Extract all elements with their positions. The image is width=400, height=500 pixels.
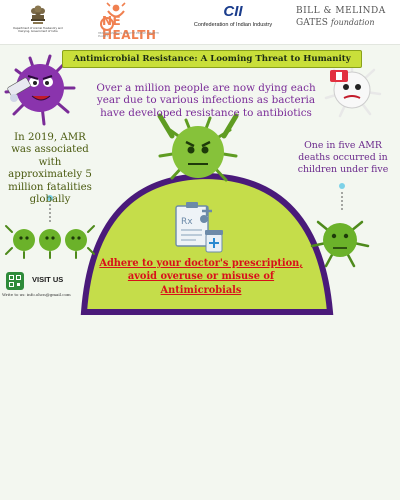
left-fact: In 2019, AMR was associated with approxi…	[8, 132, 92, 206]
cii-logo: CII Confederation of Indian Industry	[188, 2, 278, 42]
visit-us-block[interactable]: VISIT US Write to us: info.ohcn@gmail.co…	[2, 270, 94, 300]
left-germ-cluster	[5, 195, 95, 259]
green-germ-icon	[157, 113, 239, 182]
gates-logo-line2: GATES foundation	[296, 18, 396, 28]
one-health-logo-icon	[100, 2, 126, 31]
gates-logo-line1: BILL & MELINDA	[296, 6, 386, 16]
medical-cross-icon	[202, 206, 212, 216]
svg-text:Rx: Rx	[181, 217, 193, 227]
white-germ-icon	[324, 62, 382, 118]
title-banner: Antimicrobial Resistance: A Looming Thre…	[62, 50, 362, 68]
government-logo-text: Department of Animal Husbandry and Dairy…	[13, 27, 63, 33]
one-health-logo: NE HEALTH HEALTHY ANIMALS, HEALTHY PEOPL…	[98, 2, 162, 42]
prescription-icon: Rx	[175, 202, 209, 247]
one-health-tagline: HEALTHY ANIMALS, HEALTHY PEOPLE, HEALTHY…	[98, 32, 160, 38]
qr-code-icon[interactable]	[6, 272, 24, 290]
right-germ	[310, 183, 370, 268]
contact-email[interactable]: Write to us: info.ohcn@gmail.com	[2, 292, 71, 297]
medicine-bottle-icon	[205, 230, 223, 253]
one-health-wordmark: NE HEALTH	[102, 14, 157, 42]
gates-foundation-logo: BILL & MELINDA GATES foundation	[296, 6, 396, 40]
right-fact: One in five AMR deaths occurred in child…	[297, 140, 389, 175]
government-logo: Department of Animal Husbandry and Dairy…	[8, 4, 68, 40]
logo-bar: Department of Animal Husbandry and Dairy…	[0, 0, 400, 45]
advice-text: Adhere to your doctor's prescription, av…	[99, 258, 303, 296]
cii-logo-text: Confederation of Indian Industry	[193, 22, 273, 28]
gates-logo-gates: GATES	[296, 18, 328, 28]
main-fact: Over a million people are now dying each…	[96, 82, 316, 119]
gates-logo-foundation: foundation	[330, 18, 375, 27]
national-emblem-icon	[31, 5, 45, 24]
cii-logo-icon: CII	[223, 3, 243, 20]
visit-us-label[interactable]: VISIT US	[32, 275, 64, 284]
purple-germ-icon	[4, 54, 76, 126]
